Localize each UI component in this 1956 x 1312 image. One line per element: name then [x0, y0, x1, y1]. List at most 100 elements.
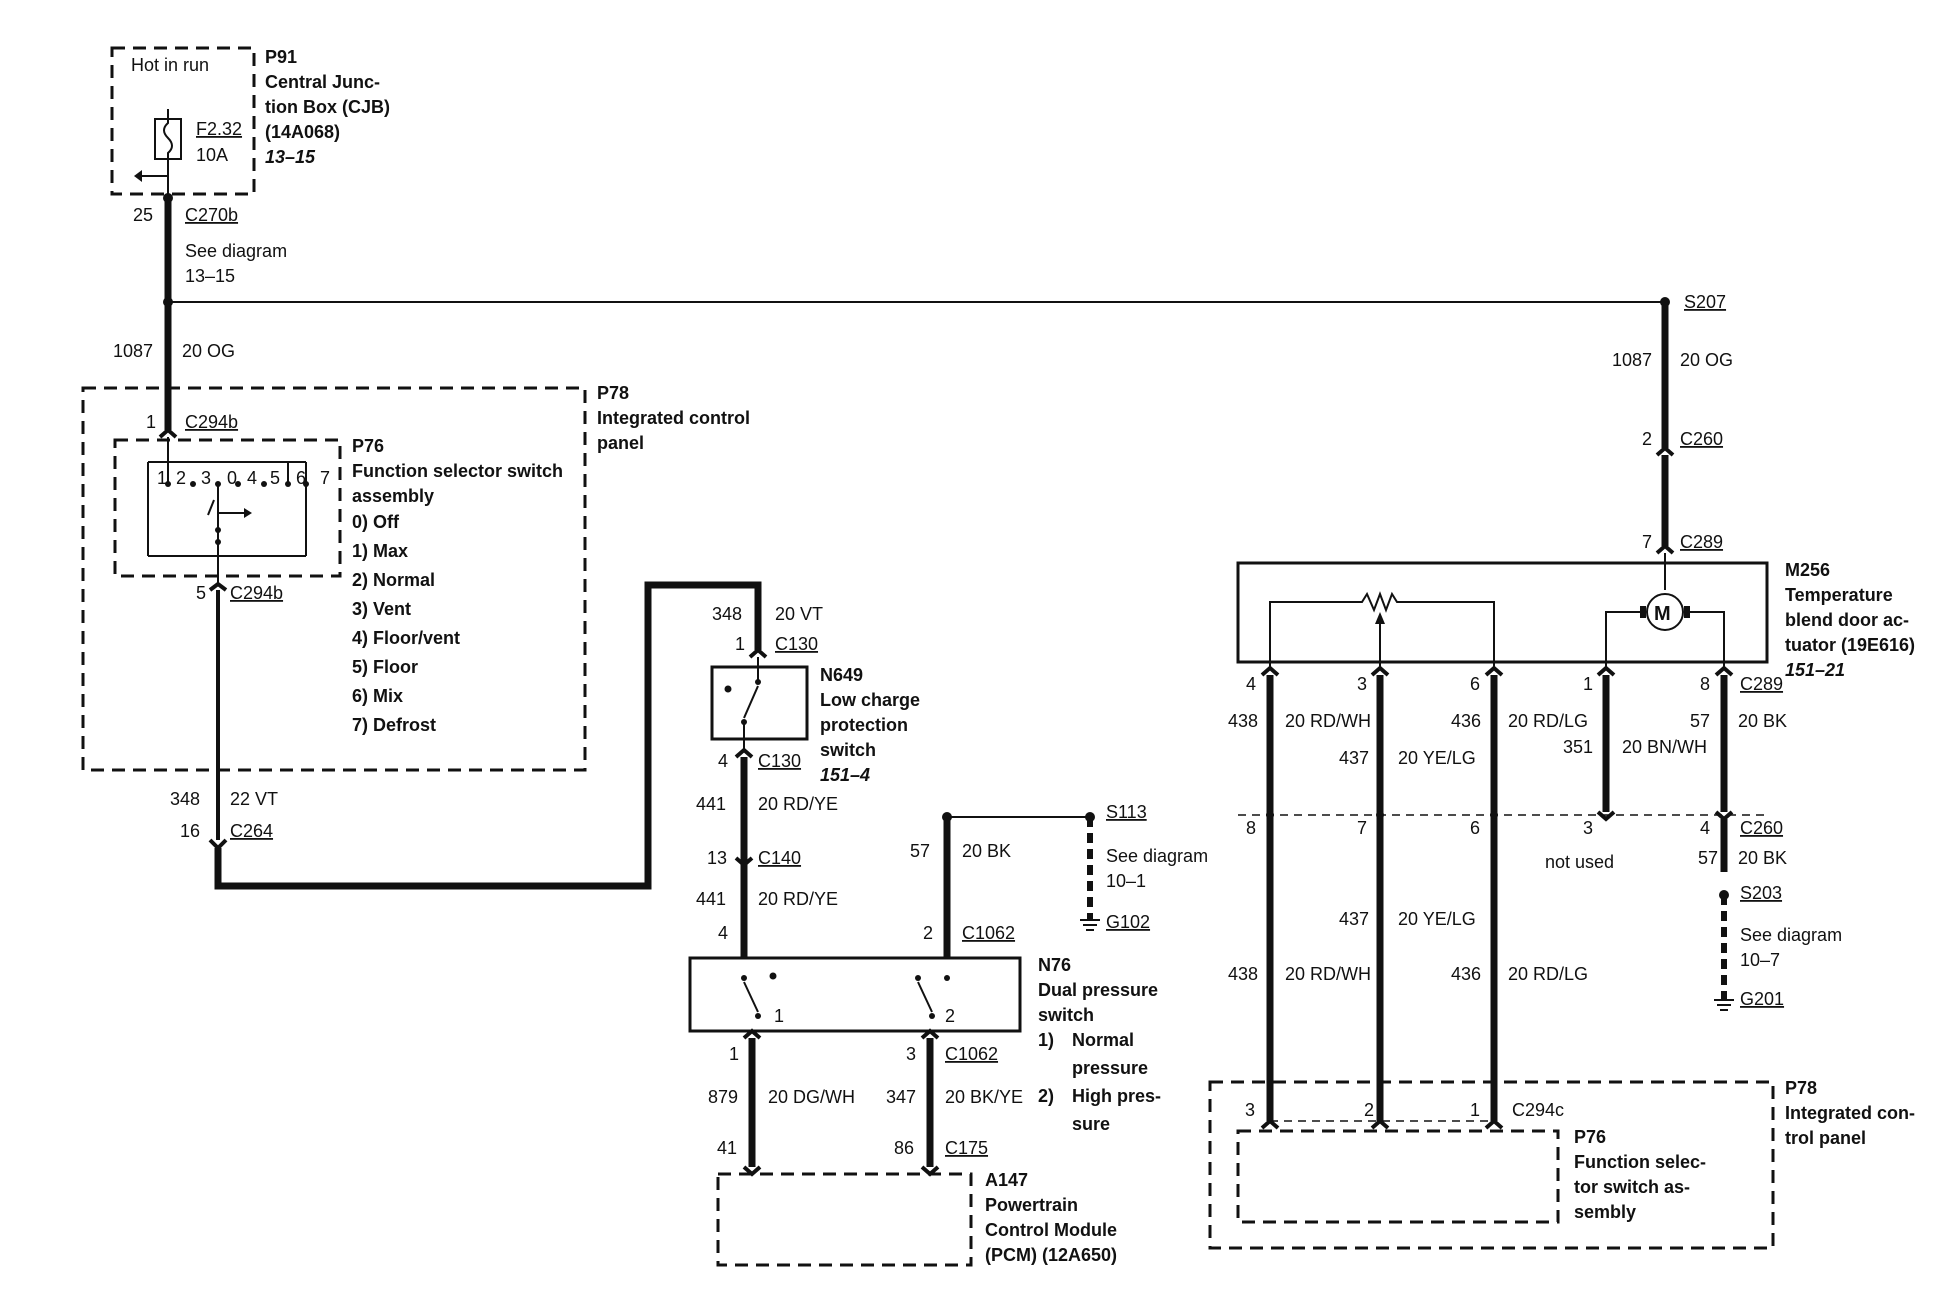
g102-label: G102 [1106, 912, 1150, 932]
c175-right-pin: 86 [894, 1138, 914, 1158]
n649-page-ref: 151–4 [820, 765, 870, 785]
a147-name-line-2: Control Module [985, 1220, 1117, 1240]
p76-pin-4: 4 [247, 468, 257, 488]
actuator-wires: 438 20 RD/WH 437 20 YE/LG 436 20 RD/LG 3… [1228, 675, 1787, 1082]
p78-left-panel: P78 Integrated control panel 1 C294b [81, 383, 750, 772]
m256-page-ref: 151–21 [1785, 660, 1845, 680]
wires-879-347: 1 3 C1062 879 20 DG/WH 347 20 BK/YE 41 8… [708, 1028, 1023, 1177]
n76-bot-connector: C1062 [945, 1044, 998, 1064]
c260-top-pin: 2 [1642, 429, 1652, 449]
m256-name-line-2: blend door ac- [1785, 610, 1909, 630]
p91-ref: P91 [265, 47, 297, 67]
p76-right-outline [1236, 1129, 1560, 1224]
w347-gauge: 20 BK/YE [945, 1087, 1023, 1107]
p76-pin-3: 3 [201, 468, 211, 488]
w436-upper-gauge: 20 RD/LG [1508, 711, 1588, 731]
position-5: 5) Floor [352, 657, 418, 677]
c264-pin: 16 [180, 821, 200, 841]
p76-right-ref: P76 [1574, 1127, 1606, 1147]
n76-note-2-num: 2) [1038, 1086, 1054, 1106]
s113-see-line-2: 10–1 [1106, 871, 1146, 891]
n76-switch-2-label: 2 [945, 1006, 955, 1026]
n76-name-line-1: Dual pressure [1038, 980, 1158, 1000]
p91-name-line-3: (14A068) [265, 122, 340, 142]
p76-right-name-line-2: tor switch as- [1574, 1177, 1690, 1197]
p91-box-outline [110, 46, 256, 196]
c289-pin-4: 4 [1246, 674, 1256, 694]
c260-pin-4: 4 [1700, 818, 1710, 838]
p78-left-ref: P78 [597, 383, 629, 403]
w436-lower-gauge: 20 RD/LG [1508, 964, 1588, 984]
motor-icon: M [1605, 593, 1725, 668]
hot-in-run-label: Hot in run [131, 55, 209, 75]
p91-name-line-1: Central Junc- [265, 72, 380, 92]
w348-left-circuit: 348 [170, 789, 200, 809]
w57-lower-circuit: 57 [1698, 848, 1718, 868]
c294c-pin-2: 2 [1364, 1100, 1374, 1120]
n76-bot-left-pin: 1 [729, 1044, 739, 1064]
n649-name-line-2: protection [820, 715, 908, 735]
p78-left-name-line-2: panel [597, 433, 644, 453]
m256-ref: M256 [1785, 560, 1830, 580]
c260-pin-6: 6 [1470, 818, 1480, 838]
c289-pin-1: 1 [1583, 674, 1593, 694]
n76-note-1-line-2: pressure [1072, 1058, 1148, 1078]
p91-page-ref: 13–15 [265, 147, 316, 167]
position-7: 7) Defrost [352, 715, 436, 735]
fuse-icon [134, 109, 182, 198]
p78-right-name-line-2: trol panel [1785, 1128, 1866, 1148]
w437-lower-circuit: 437 [1339, 909, 1369, 929]
w351-gauge: 20 BN/WH [1622, 737, 1707, 757]
w1087-left-circuit: 1087 [113, 341, 153, 361]
c130-bot-connector: C130 [758, 751, 801, 771]
g201-ground-icon [1714, 999, 1734, 1011]
n76-note-1-num: 1) [1038, 1030, 1054, 1050]
c294b-bot-connector: C294b [230, 583, 283, 603]
m256-actuator: M256 Temperature blend door ac- tuator (… [1236, 560, 1915, 680]
a147-name-line-1: Powertrain [985, 1195, 1078, 1215]
c260-pin-3: 3 [1583, 818, 1593, 838]
c264-connector: C264 [230, 821, 273, 841]
w1087-right-circuit: 1087 [1612, 350, 1652, 370]
p76-left-name-line-2: assembly [352, 486, 434, 506]
m256-name-line-1: Temperature [1785, 585, 1893, 605]
n76-top-left-pin: 4 [718, 923, 728, 943]
n76-box [688, 956, 1022, 1033]
not-used-label: not used [1545, 852, 1614, 872]
w347-circuit: 347 [886, 1087, 916, 1107]
p76-pin-0: 0 [227, 468, 237, 488]
n76-top-connector: C1062 [962, 923, 1015, 943]
position-6: 6) Mix [352, 686, 403, 706]
c270b-connector: C270b [185, 205, 238, 225]
n76-ref: N76 [1038, 955, 1071, 975]
s203-label: S203 [1740, 883, 1782, 903]
c289-connector: C289 [1740, 674, 1783, 694]
s203-see-line-2: 10–7 [1740, 950, 1780, 970]
c270b-pin: 25 [133, 205, 153, 225]
c294c-connector: C294c [1512, 1100, 1564, 1120]
w437-upper-gauge: 20 YE/LG [1398, 748, 1476, 768]
w438-upper-gauge: 20 RD/WH [1285, 711, 1371, 731]
c130-bot-pin: 4 [718, 751, 728, 771]
p78-left-outline [81, 386, 587, 772]
w351-circuit: 351 [1563, 737, 1593, 757]
p76-pin-7: 7 [320, 468, 330, 488]
p76-right-name-line-3: sembly [1574, 1202, 1636, 1222]
lower-wire-labels: 437 20 YE/LG 438 20 RD/WH 436 20 RD/LG [1228, 909, 1588, 984]
position-3: 3) Vent [352, 599, 411, 619]
w57-mid-gauge: 20 BK [962, 841, 1011, 861]
w437-upper-circuit: 437 [1339, 748, 1369, 768]
p76-right-switch: P76 Function selec- tor switch as- sembl… [1236, 1127, 1706, 1224]
w879-circuit: 879 [708, 1087, 738, 1107]
s207-label: S207 [1684, 292, 1726, 312]
motor-label: M [1654, 603, 1671, 625]
c289-top-pin: 7 [1642, 532, 1652, 552]
n76-dual-pressure-switch: 1 2 N76 Dual pressure switch 1) Normal p… [688, 955, 1161, 1134]
n76-note-2-line-2: sure [1072, 1114, 1110, 1134]
position-2: 2) Normal [352, 570, 435, 590]
c175-left-pin: 41 [717, 1138, 737, 1158]
p91-central-junction-box: Hot in run F2.32 10A P91 Central Junc- t… [110, 46, 390, 198]
w441-b-circuit: 441 [696, 889, 726, 909]
a147-ref: A147 [985, 1170, 1028, 1190]
w348-left-gauge: 22 VT [230, 789, 278, 809]
